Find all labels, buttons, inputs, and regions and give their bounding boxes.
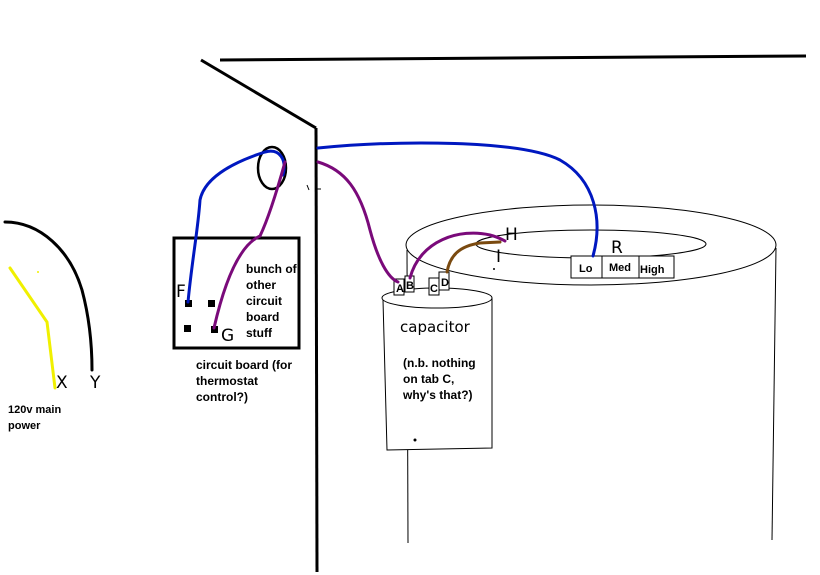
capacitor-title: capacitor — [400, 318, 471, 336]
board-note-5: stuff — [246, 326, 273, 340]
capacitor-note-1: (n.b. nothing — [403, 356, 476, 370]
label-y: Y — [89, 373, 101, 393]
tab-c-label: C — [430, 283, 438, 295]
blue-wire-board — [186, 149, 286, 304]
circuit-board — [172, 236, 301, 350]
label-h: H — [505, 225, 518, 245]
cabinet-outline — [200, 54, 807, 573]
label-r: R — [611, 238, 623, 258]
board-note-2: other — [246, 278, 276, 292]
label-g: G — [221, 326, 234, 346]
board-note-1: bunch of — [246, 262, 298, 276]
power-caption-1: 120v main — [8, 404, 61, 416]
black-wire — [3, 220, 94, 372]
brown-wire-cap-d — [445, 240, 502, 274]
wire-grommet — [256, 145, 288, 191]
power-caption-2: power — [8, 420, 41, 432]
purple-wire-board — [212, 160, 287, 330]
speed-lo: Lo — [579, 263, 593, 275]
tab-d-label: D — [441, 277, 449, 289]
speed-tabs — [570, 255, 675, 279]
yellow-wire — [8, 266, 57, 390]
board-caption-1: circuit board (for — [196, 358, 292, 372]
tab-b-label: B — [406, 280, 414, 292]
board-caption-2: thermostat — [196, 374, 258, 388]
capacitor-tabs — [393, 271, 450, 296]
capacitor-note-3: why's that?) — [402, 388, 473, 402]
purple-wire-cap-b — [408, 231, 507, 280]
speed-med: Med — [609, 262, 631, 274]
point-dot — [493, 268, 495, 270]
label-f: F — [176, 282, 186, 302]
board-caption-3: control?) — [196, 390, 248, 404]
blue-wire-motor — [316, 141, 599, 258]
board-note-4: board — [246, 310, 279, 324]
capacitor-note-2: on tab C, — [403, 372, 454, 386]
capacitor — [381, 287, 493, 451]
label-i: I — [496, 247, 501, 267]
yellow-dot — [37, 271, 39, 273]
tab-a-label: A — [396, 283, 404, 295]
board-terminals — [184, 300, 218, 333]
speed-high: High — [640, 264, 665, 276]
purple-wire-cap-a — [316, 160, 400, 284]
wires — [3, 141, 599, 390]
label-x: X — [56, 373, 68, 393]
board-note-3: circuit — [246, 294, 282, 308]
